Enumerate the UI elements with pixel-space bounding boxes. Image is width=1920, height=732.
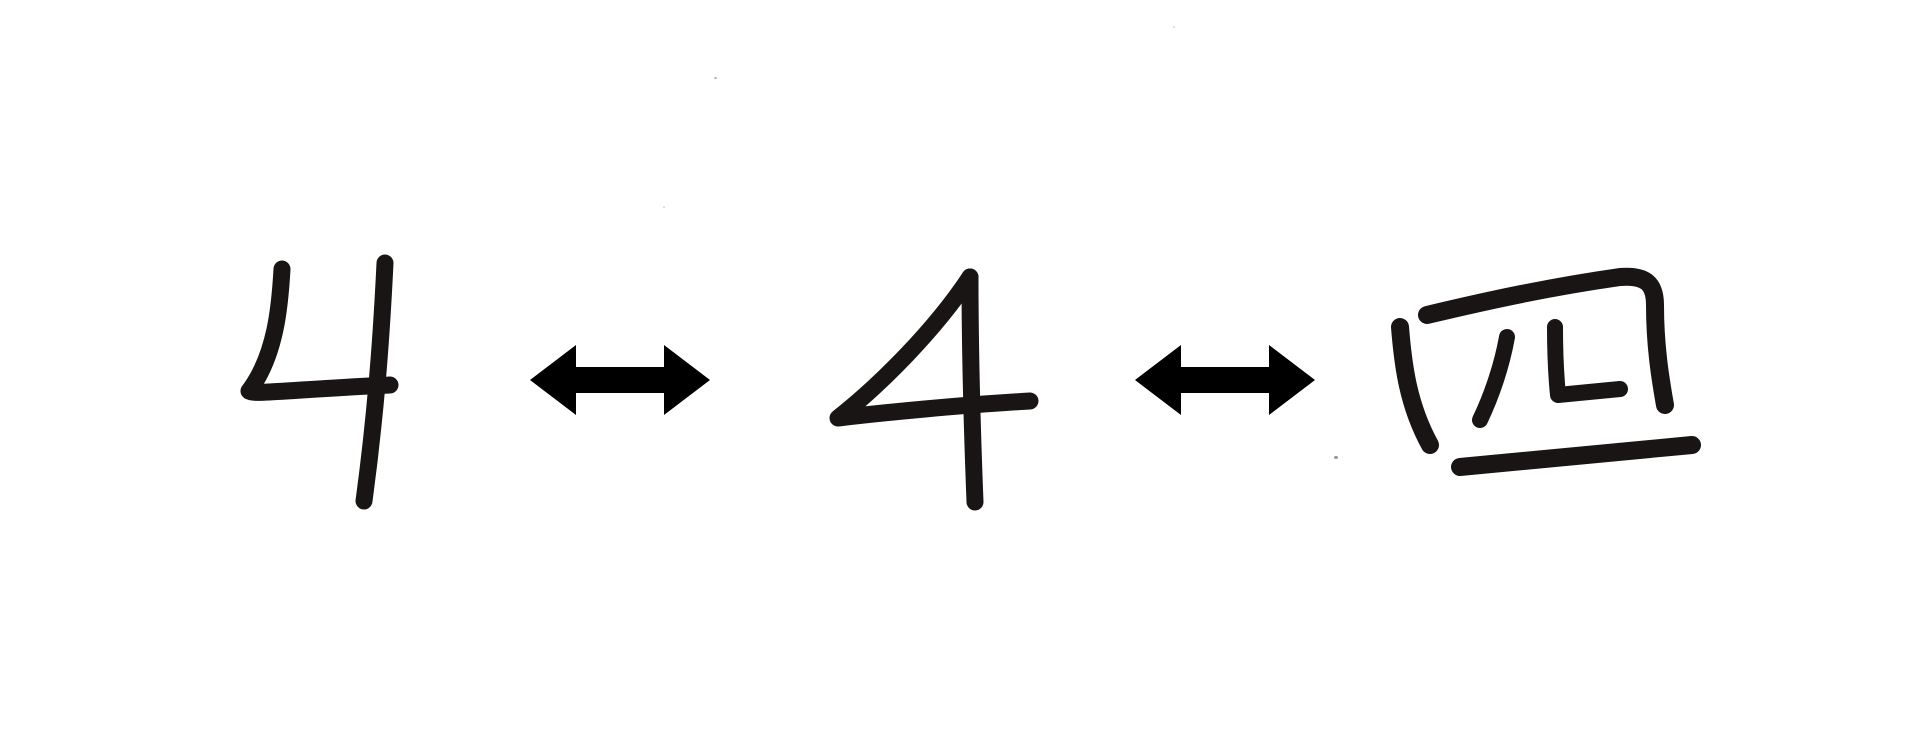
closed-four-diagonal-crossbar-stroke — [829, 268, 1039, 427]
closed-four-drawing — [829, 268, 1039, 511]
arrow-shape-1 — [530, 345, 710, 415]
double-arrow-drawing-1 — [530, 345, 710, 415]
kanji-top-right-stroke — [1418, 267, 1674, 414]
kanji-bottom-stroke — [1451, 436, 1701, 476]
arrow-shape-2 — [1135, 345, 1315, 415]
kanji-inner-right-stroke — [1547, 319, 1628, 403]
paper-speck — [663, 206, 665, 208]
double-arrow-drawing-2 — [1135, 345, 1315, 415]
open-four-vertical-stroke — [355, 254, 394, 510]
kanji-four-glyph: 四 — [1380, 255, 1710, 485]
kanji-four-drawing — [1391, 267, 1701, 476]
kanji-inner-left-stroke — [1472, 329, 1515, 428]
paper-speck — [1334, 456, 1338, 459]
open-four-glyph: 4 — [230, 245, 410, 520]
paper-speck — [1173, 26, 1175, 28]
paper-speck — [714, 77, 717, 79]
closed-four-glyph: 4 — [820, 255, 1050, 520]
kanji-left-stroke — [1391, 318, 1439, 454]
double-arrow-icon — [530, 345, 710, 415]
closed-four-vertical-stroke — [961, 268, 984, 511]
open-four-drawing — [240, 254, 399, 510]
open-four-left-stroke — [240, 260, 399, 401]
double-arrow-icon — [1135, 345, 1315, 415]
